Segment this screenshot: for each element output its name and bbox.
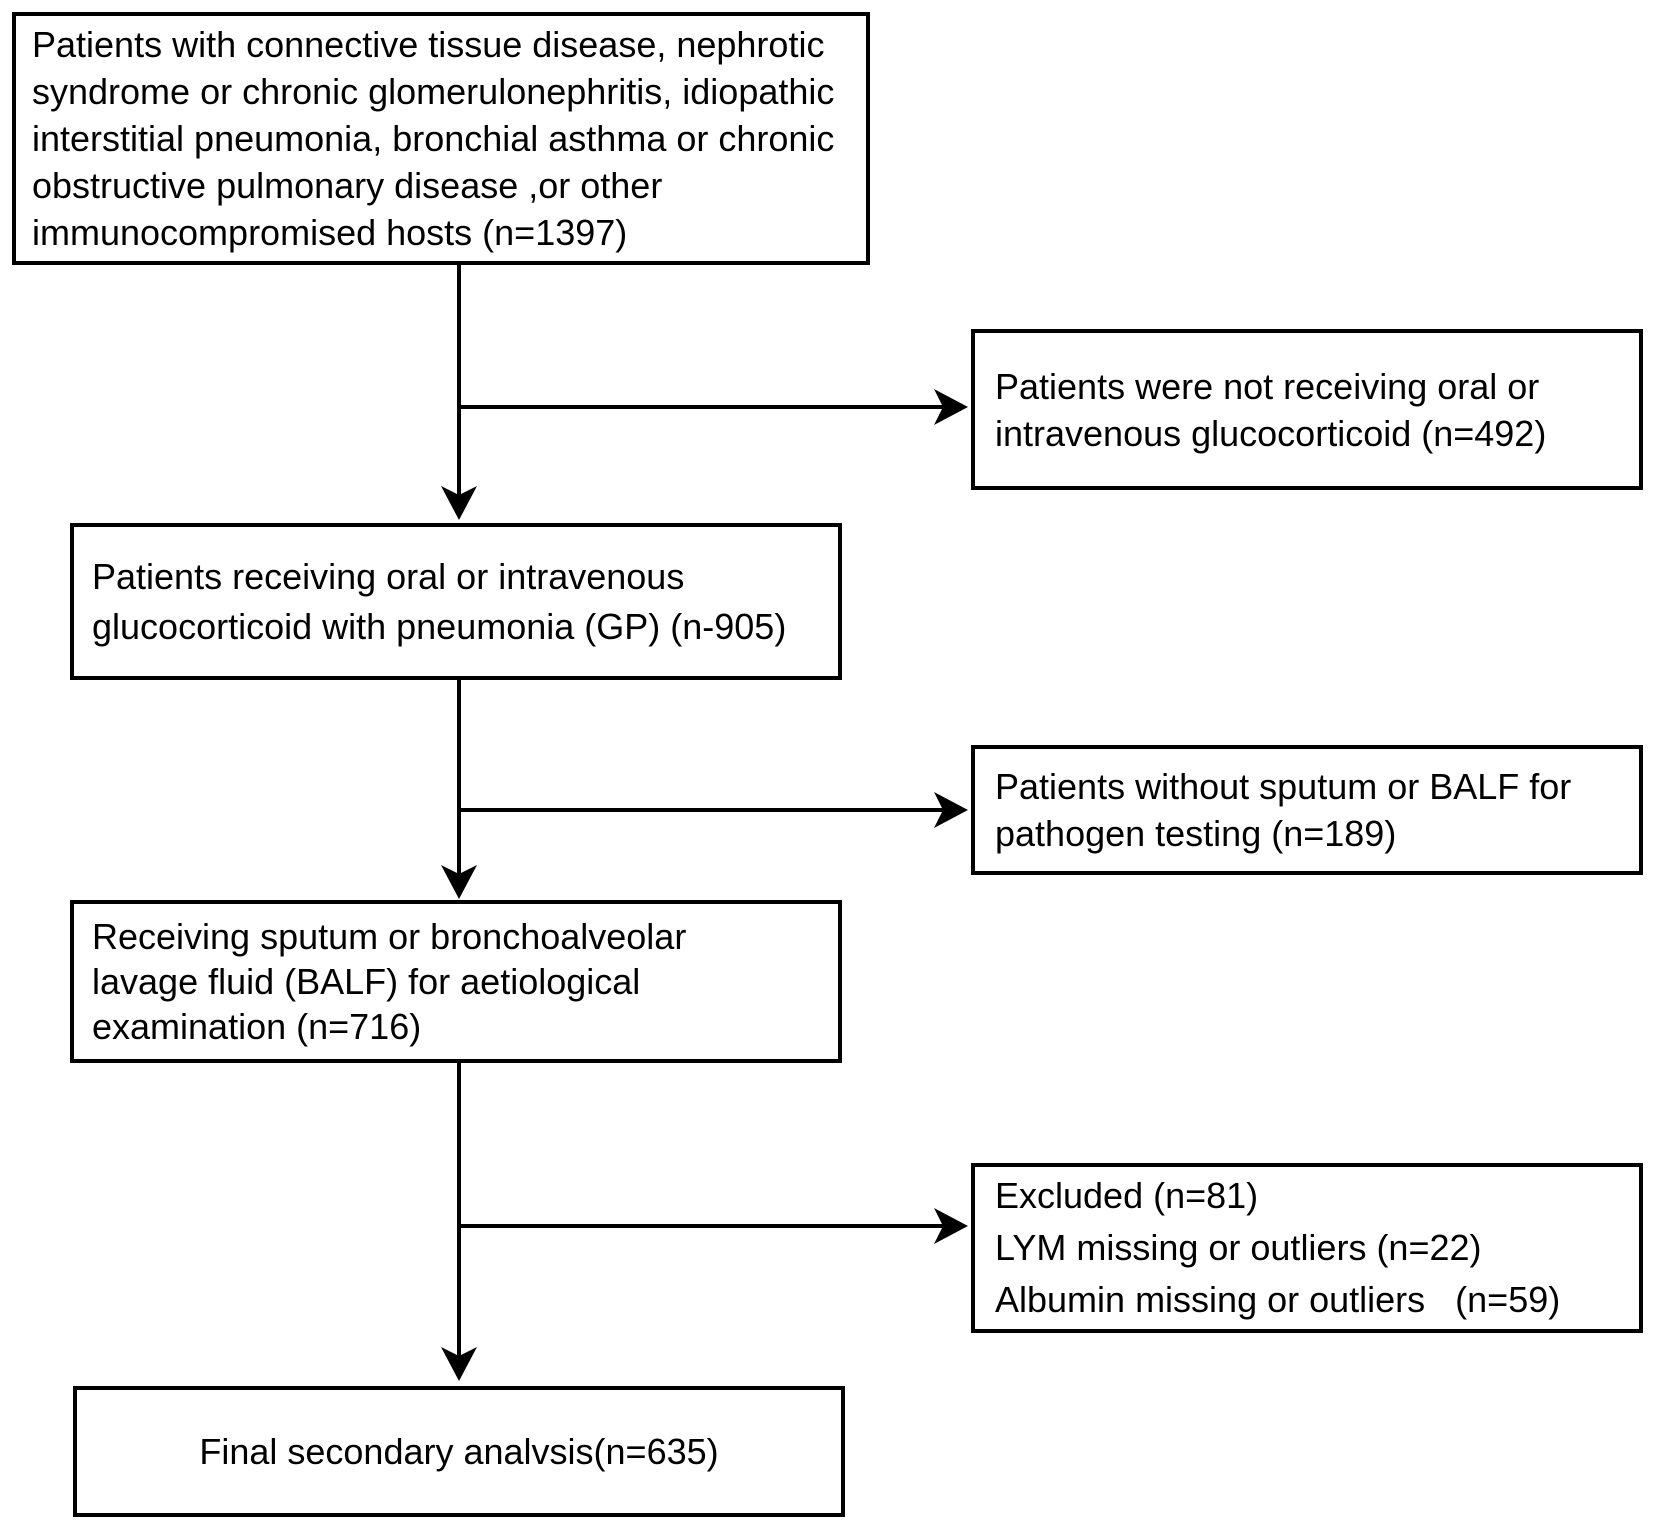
arrowhead-down-icon — [441, 1347, 477, 1381]
box-text-line: Patients were not receiving oral or — [995, 365, 1540, 407]
box-text-line: Patients with connective tissue disease,… — [32, 24, 825, 65]
arrowhead-right-icon — [934, 1208, 968, 1244]
box-gp-pneumonia: Patients receiving oral or intravenous g… — [70, 523, 842, 680]
arrowhead-down-icon — [441, 486, 477, 520]
box-text-line: LYM missing or outliers (n=22) — [995, 1227, 1482, 1268]
box-text-line: examination (n=716) — [92, 1006, 422, 1047]
box-text-line: syndrome or chronic glomerulonephritis, … — [32, 71, 835, 112]
arrowhead-down-icon — [441, 865, 477, 899]
box-text-line: immunocompromised hosts (n=1397) — [32, 212, 628, 253]
box-text-line: Excluded (n=81) — [995, 1175, 1259, 1216]
box-sputum-balf-examination: Receiving sputum or bronchoalveolar lava… — [70, 900, 842, 1063]
box-text-line: Final secondary analvsis(n=635) — [199, 1431, 719, 1472]
box-text-line: interstitial pneumonia, bronchial asthma… — [32, 118, 835, 159]
arrowhead-right-icon — [934, 389, 968, 425]
box-text-line: glucocorticoid with pneumonia (GP) (n-90… — [92, 605, 787, 647]
box-text-line: Albumin missing or outliers (n=59) — [995, 1279, 1561, 1320]
box-text-line: Patients without sputum or BALF for — [995, 766, 1572, 807]
box-final-analysis: Final secondary analvsis(n=635) — [73, 1386, 845, 1517]
box-text-line: Patients receiving oral or intravenous — [92, 555, 685, 597]
box-eligible-patients: Patients with connective tissue disease,… — [12, 12, 870, 265]
box-text-line: pathogen testing (n=189) — [995, 813, 1397, 854]
box-text-line: obstructive pulmonary disease ,or other — [32, 165, 663, 206]
box-excluded: Excluded (n=81) LYM missing or outliers … — [971, 1163, 1643, 1333]
box-text-line: intravenous glucocorticoid (n=492) — [995, 412, 1547, 454]
box-text-line: lavage fluid (BALF) for aetiological — [92, 961, 641, 1002]
box-text-line: Receiving sputum or bronchoalveolar — [92, 916, 687, 957]
arrowhead-right-icon — [934, 792, 968, 828]
box-no-sputum-balf: Patients without sputum or BALF for path… — [971, 745, 1643, 875]
box-not-receiving-glucocorticoid: Patients were not receiving oral or intr… — [971, 329, 1643, 490]
